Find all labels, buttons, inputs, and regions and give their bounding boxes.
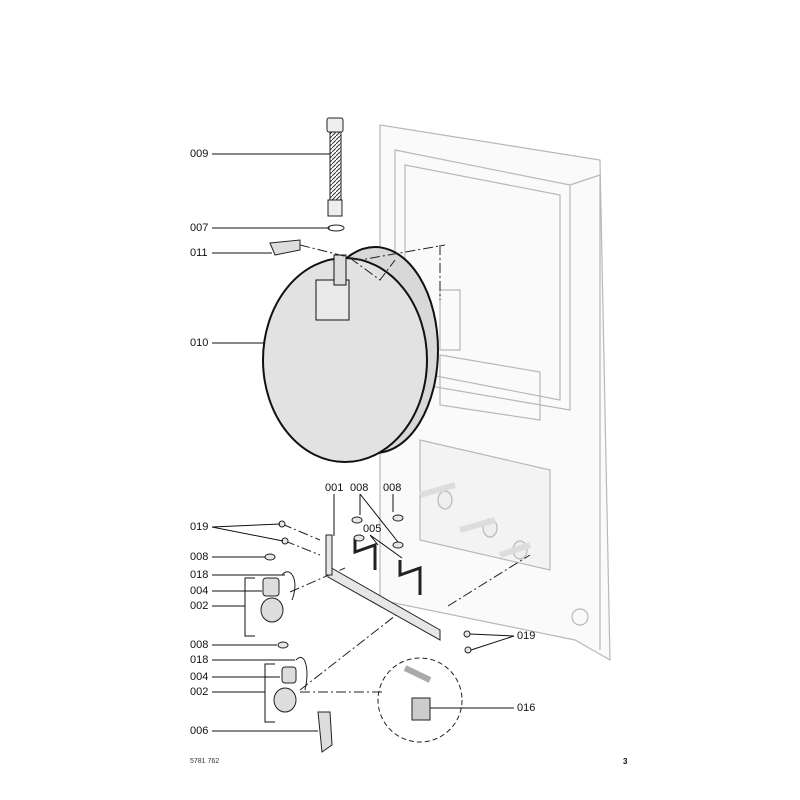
callout-019: 019: [517, 630, 536, 642]
callout-004: 004: [190, 585, 209, 597]
clip-018: [281, 571, 308, 691]
callout-001: 001: [325, 482, 344, 494]
callout-016: 016: [517, 702, 536, 714]
callout-018: 018: [190, 569, 209, 581]
callout-008: 008: [190, 551, 209, 563]
clip-011: [269, 239, 301, 256]
expansion-vessel-010: [262, 246, 439, 463]
document-number: 5781 762: [190, 758, 220, 765]
callout-018: 018: [190, 654, 209, 666]
callout-008: 008: [190, 639, 209, 651]
callout-010: 010: [190, 337, 209, 349]
callout-002: 002: [190, 686, 209, 698]
callout-004: 004: [190, 671, 209, 683]
callout-007: 007: [190, 222, 209, 234]
callout-009: 009: [190, 148, 209, 160]
detail-circle-016: [377, 657, 463, 743]
flex-hose-009: [326, 117, 345, 232]
callout-011: 011: [190, 247, 208, 259]
page-number: 3: [623, 757, 628, 766]
callout-019: 019: [190, 521, 209, 533]
callout-002: 002: [190, 600, 209, 612]
callout-005: 005: [363, 523, 382, 535]
callout-lines: [211, 153, 515, 732]
valves-002: [260, 577, 333, 753]
boiler-frame: [379, 124, 611, 662]
callout-006: 006: [190, 725, 209, 737]
callout-008: 008: [350, 482, 369, 494]
manifold-rail-001: [264, 514, 472, 654]
callout-008: 008: [383, 482, 402, 494]
